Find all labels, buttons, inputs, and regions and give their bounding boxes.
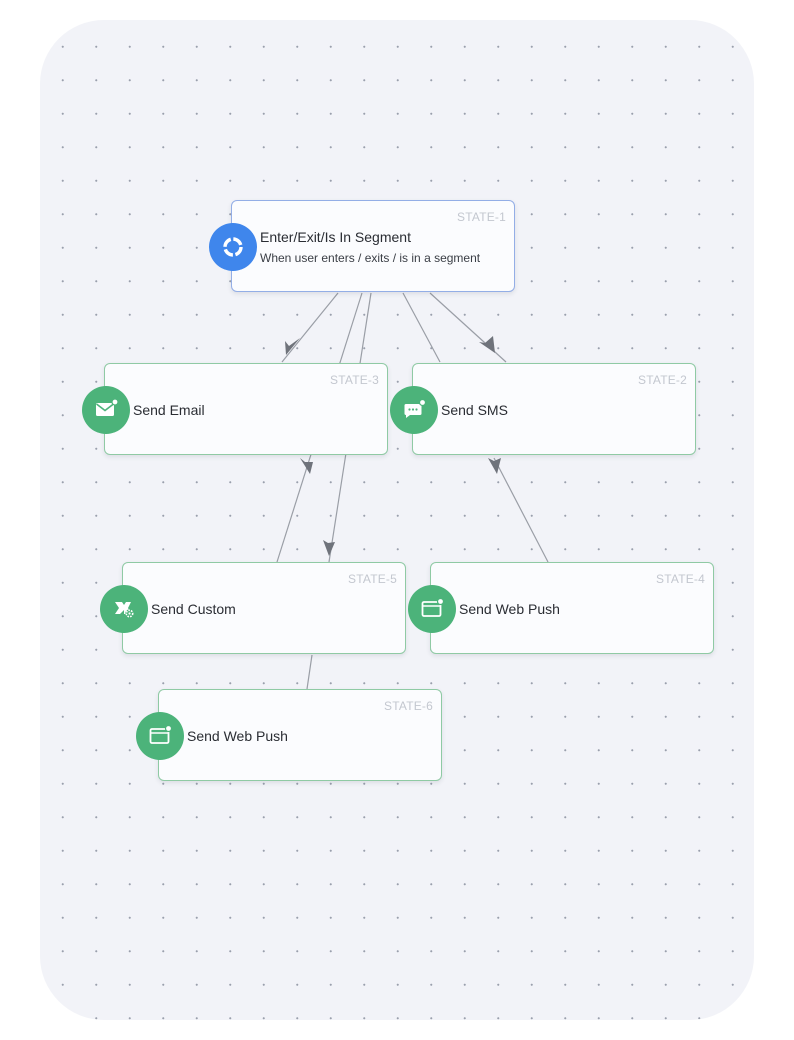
node-subtitle: When user enters / exits / is in a segme… <box>260 251 481 265</box>
state-id-label: STATE-3 <box>330 373 379 387</box>
node-state-5[interactable]: STATE-5 Send Custom <box>100 562 406 654</box>
node-title: Send Email <box>133 402 205 418</box>
node-title: Send SMS <box>441 402 508 418</box>
segment-icon <box>209 223 257 271</box>
node-state-2[interactable]: STATE-2 Send SMS <box>390 363 696 455</box>
web-push-icon <box>136 712 184 760</box>
email-icon <box>82 386 130 434</box>
state-id-label: STATE-1 <box>457 210 506 224</box>
node-state-1[interactable]: STATE-1 Enter/Exit/Is In Segment When us… <box>209 200 515 292</box>
node-title: Send Custom <box>151 601 236 617</box>
node-title: Enter/Exit/Is In Segment <box>260 229 411 245</box>
state-id-label: STATE-5 <box>348 572 397 586</box>
node-state-6[interactable]: STATE-6 Send Web Push <box>136 689 442 781</box>
workflow-canvas[interactable] <box>40 20 754 1020</box>
sms-icon <box>390 386 438 434</box>
node-state-3[interactable]: STATE-3 Send Email <box>82 363 388 455</box>
node-state-4[interactable]: STATE-4 Send Web Push <box>408 562 714 654</box>
state-id-label: STATE-4 <box>656 572 705 586</box>
custom-webhook-icon <box>100 585 148 633</box>
web-push-icon <box>408 585 456 633</box>
node-title: Send Web Push <box>187 728 288 744</box>
state-id-label: STATE-6 <box>384 699 433 713</box>
node-title: Send Web Push <box>459 601 560 617</box>
state-id-label: STATE-2 <box>638 373 687 387</box>
